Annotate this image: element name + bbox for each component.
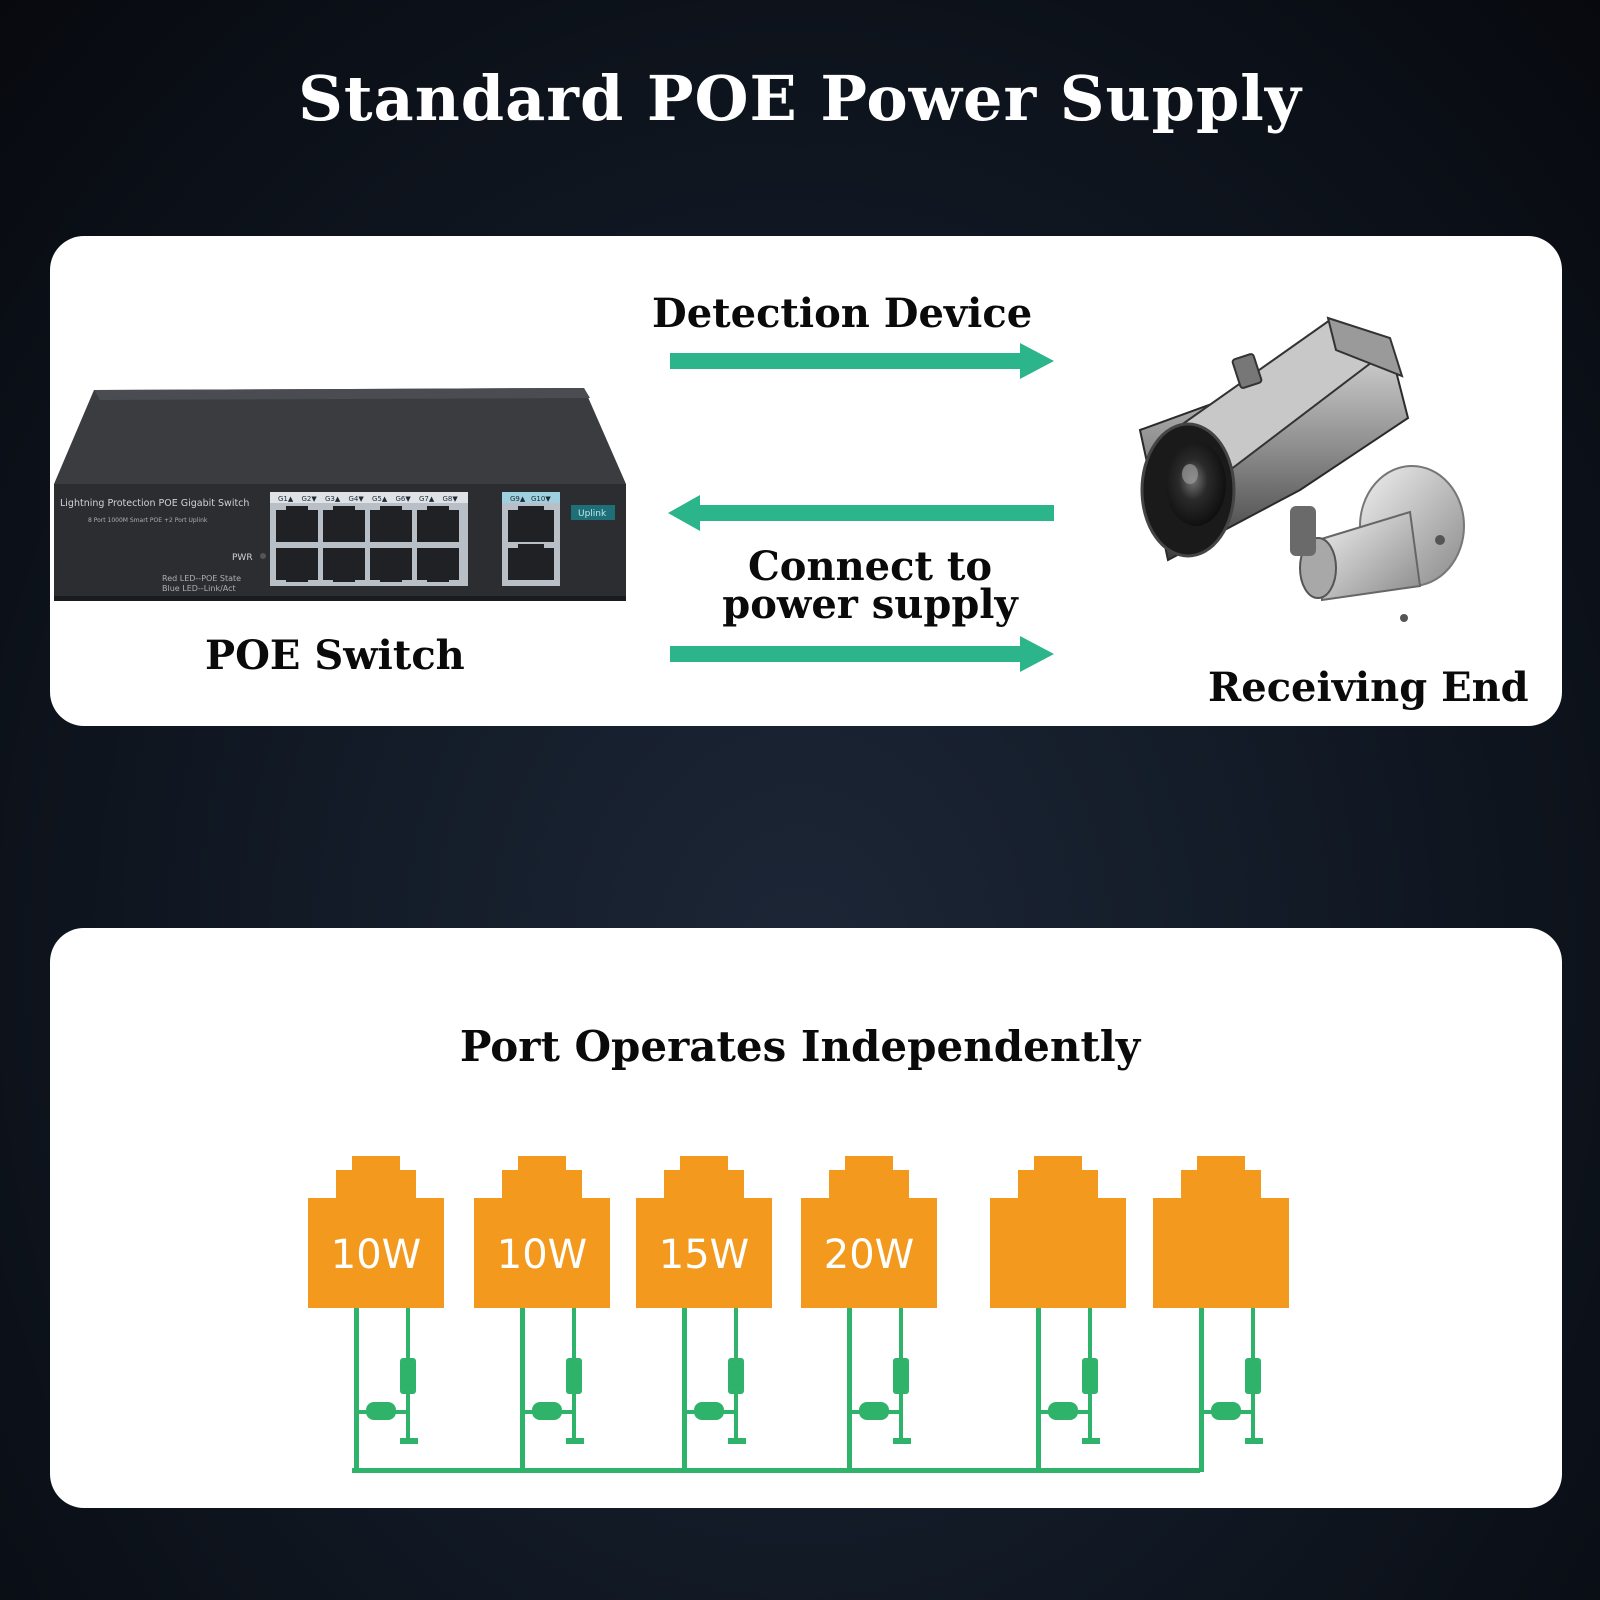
poe-port <box>1153 1156 1289 1472</box>
arrow-power <box>670 636 1054 672</box>
port-wire <box>1199 1308 1204 1472</box>
port-power-label: 10W <box>331 1232 421 1278</box>
page-title: Standard POE Power Supply <box>298 62 1302 135</box>
ground-symbol <box>566 1438 584 1444</box>
port-wire <box>682 1308 687 1472</box>
transistor <box>859 1402 889 1420</box>
switch-rj45-port <box>276 548 318 582</box>
resistor <box>728 1358 744 1394</box>
transistor <box>366 1402 396 1420</box>
port-power-label: 15W <box>659 1232 749 1278</box>
resistor <box>1082 1358 1098 1394</box>
pwr-led <box>260 553 266 559</box>
switch-port-label: G5▲ <box>372 495 388 503</box>
switch-rj45-port <box>276 506 318 542</box>
port-power-label: 20W <box>824 1232 914 1278</box>
switch-port-label: G8▼ <box>443 495 459 503</box>
circuit-bus-line <box>352 1468 1200 1473</box>
uplink-text: Uplink <box>578 509 607 519</box>
port-labels: G1▲ G2▼ G3▲ G4▼ G5▲ G6▼ G7▲ G8▼ <box>278 495 458 503</box>
switch-port-label: G1▲ <box>278 495 294 503</box>
port-wire <box>1036 1308 1041 1472</box>
switch-rj45-port <box>417 506 459 542</box>
switch-rj45-port <box>323 548 365 582</box>
port-wire <box>520 1308 525 1472</box>
port-shape <box>636 1156 772 1308</box>
switch-port-label: G6▼ <box>396 495 412 503</box>
camera-image <box>1138 316 1465 622</box>
uplink-port-label: G9▲ <box>510 495 526 503</box>
switch-rj45-port <box>370 506 412 542</box>
resistor <box>400 1358 416 1394</box>
arrow-return <box>668 495 1054 531</box>
switch-port-label: G3▲ <box>325 495 341 503</box>
switch-port-label: G7▲ <box>419 495 435 503</box>
poe-port: 20W <box>801 1156 937 1472</box>
port-shape <box>474 1156 610 1308</box>
ground-symbol <box>400 1438 418 1444</box>
switch-rj45-port <box>323 506 365 542</box>
switch-brand-text: Lightning Protection POE Gigabit Switch <box>60 498 249 509</box>
transistor <box>532 1402 562 1420</box>
connect-label-line2: power supply <box>722 581 1018 628</box>
switch-led-legend-1: Red LED--POE State <box>162 574 241 583</box>
switch-rj45-port <box>370 548 412 582</box>
port-sockets <box>276 506 459 582</box>
port-shape <box>308 1156 444 1308</box>
resistor <box>1245 1358 1261 1394</box>
poe-switch-image: Lightning Protection POE Gigabit Switch … <box>54 388 626 601</box>
detection-device-label: Detection Device <box>652 290 1033 337</box>
transistor <box>1211 1402 1241 1420</box>
receiving-end-label: Receiving End <box>1208 664 1529 711</box>
poe-switch-label: POE Switch <box>205 632 465 679</box>
port-shape <box>801 1156 937 1308</box>
transistor <box>694 1402 724 1420</box>
switch-pwr-text: PWR <box>232 553 253 563</box>
switch-led-legend-2: Blue LED--Link/Act <box>162 584 236 593</box>
port-power-label: 10W <box>497 1232 587 1278</box>
ground-symbol <box>893 1438 911 1444</box>
arrow-detection <box>670 343 1054 379</box>
connect-label-line1: Connect to <box>747 543 993 590</box>
connect-power-label: Connect to power supply <box>660 543 1080 628</box>
uplink-port-label: G10▼ <box>531 495 551 503</box>
port-wire <box>354 1308 359 1472</box>
poe-port: 10W <box>474 1156 610 1472</box>
switch-rj45-port <box>417 548 459 582</box>
port-independence-heading: Port Operates Independently <box>459 1022 1141 1071</box>
ground-symbol <box>1245 1438 1263 1444</box>
port-wire <box>847 1308 852 1472</box>
ground-symbol <box>1082 1438 1100 1444</box>
port-shape <box>1153 1156 1289 1308</box>
transistor <box>1048 1402 1078 1420</box>
switch-sub-text: 8 Port 1000M Smart POE +2 Port Uplink <box>88 517 208 524</box>
camera-lens <box>1166 442 1226 526</box>
poe-port <box>990 1156 1126 1472</box>
resistor <box>893 1358 909 1394</box>
poe-port: 10W <box>308 1156 444 1472</box>
switch-port-label: G2▼ <box>302 495 318 503</box>
poe-port: 15W <box>636 1156 772 1472</box>
resistor <box>566 1358 582 1394</box>
switch-port-label: G4▼ <box>349 495 365 503</box>
ground-symbol <box>728 1438 746 1444</box>
port-shape <box>990 1156 1126 1308</box>
